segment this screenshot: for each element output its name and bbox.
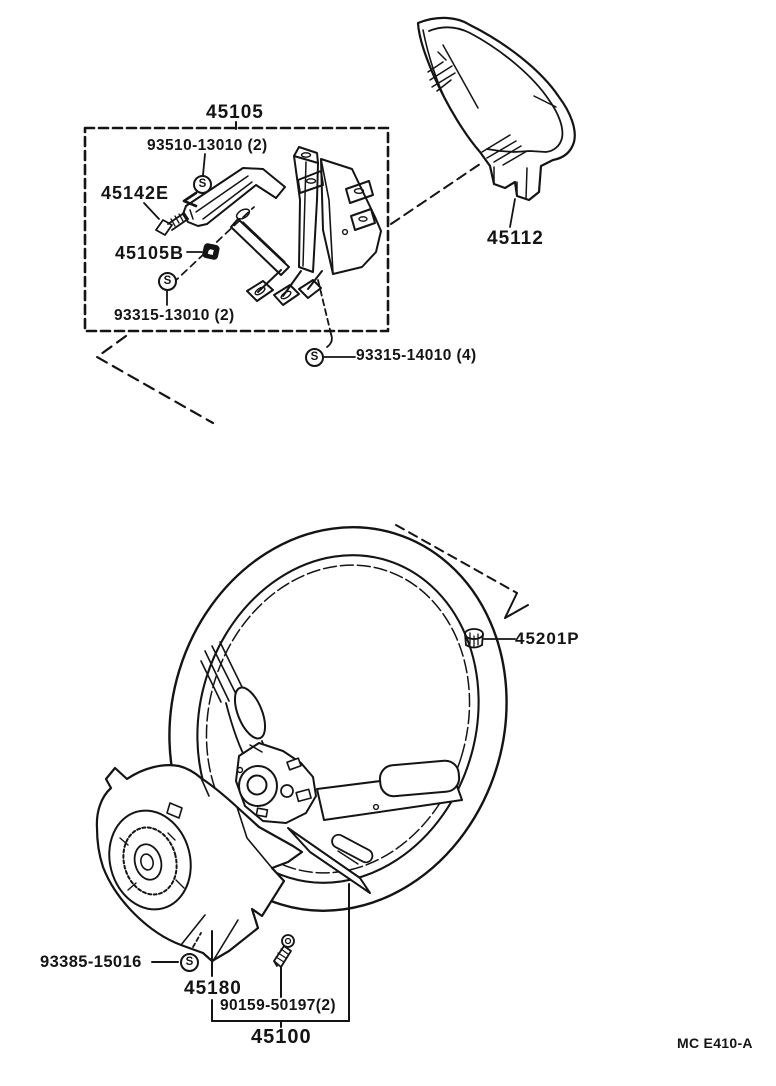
- lower-cover-drawing: [95, 764, 304, 963]
- part-label-bracket-nut: 45105B: [115, 243, 185, 263]
- standard-part-symbol-bolt-outer: S: [305, 348, 324, 367]
- part-label-bracket-bolt-inner: 93315-13010 (2): [114, 307, 235, 324]
- part-label-cover-screw: 93385-15016: [40, 953, 142, 971]
- part-label-horn-pad: 45112: [487, 228, 544, 249]
- steering-wheel-drawing: [168, 526, 508, 912]
- bracket-assembly-box: [83, 121, 390, 333]
- part-label-wheel-assembly: 45100: [251, 1026, 312, 1048]
- nut-45105b-icon: [202, 243, 220, 260]
- standard-part-symbol-pad-screw: S: [193, 175, 212, 194]
- standard-part-symbol-cover-screw: S: [180, 953, 199, 972]
- standard-part-symbol-bolt-inner: S: [158, 272, 177, 291]
- part-label-bracket-bolt-outer: 93315-14010 (4): [356, 347, 477, 364]
- part-label-bracket-assembly: 45105: [206, 102, 264, 123]
- leader-lines-top: [95, 153, 484, 425]
- cover-screw-icon: [273, 934, 295, 968]
- part-label-wheel-nut: 45201P: [515, 629, 580, 648]
- screw-45142e-icon: [155, 212, 189, 236]
- part-label-lower-cover: 45180: [184, 978, 242, 999]
- part-label-pad-screw: 93510-13010 (2): [147, 137, 268, 154]
- figure-code: MC E410-A: [677, 1035, 753, 1051]
- part-label-cover-bolt: 90159-50197(2): [220, 997, 336, 1014]
- part-label-bracket-screw: 45142E: [101, 183, 170, 203]
- horn-pad-drawing: [416, 16, 576, 228]
- leader-lines-bottom: [151, 883, 350, 1028]
- bracket-drawing: [182, 146, 382, 306]
- wheel-nut-icon: [395, 524, 529, 649]
